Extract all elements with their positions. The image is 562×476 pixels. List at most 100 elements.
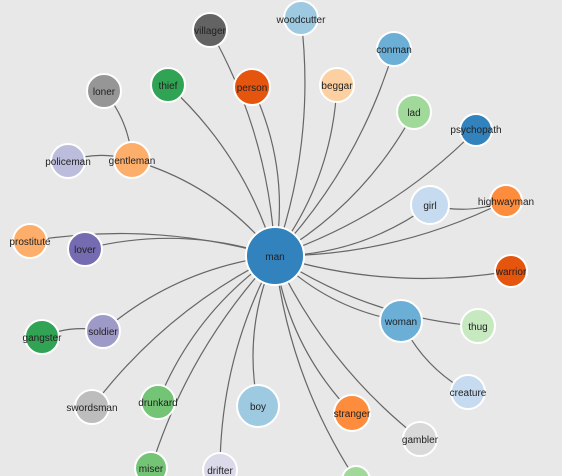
node-circle-gentleman[interactable] (113, 141, 151, 179)
node-label-swordsman: swordsman (66, 403, 117, 414)
node-label-person: person (237, 83, 268, 94)
node-swordsman[interactable]: swordsman (66, 389, 118, 425)
edge-man-woodcutter (274, 17, 306, 257)
node-woodcutter[interactable]: woodcutter (276, 0, 327, 36)
node-circle-prostitute[interactable] (12, 223, 48, 259)
node-label-girl: girl (423, 201, 436, 212)
node-label-highwayman: highwayman (478, 197, 534, 208)
node-thief[interactable]: thief (150, 67, 186, 103)
edge-man-swordsman (91, 255, 276, 408)
edge-man-psychopath (274, 129, 477, 257)
node-circle-policeman[interactable] (50, 143, 86, 179)
node-label-woodcutter: woodcutter (276, 15, 327, 26)
node-label-stranger: stranger (334, 409, 371, 420)
node-circle-thief[interactable] (150, 67, 186, 103)
node-label-drunkard: drunkard (138, 398, 177, 409)
node-circle-drunkard[interactable] (140, 384, 176, 420)
node-label-thug: thug (468, 322, 487, 333)
node-woman[interactable]: woman (379, 299, 423, 343)
edge-man-miser (150, 255, 276, 469)
node-label-warrior: warrior (495, 267, 527, 278)
node-circle-unlabeled-bottom-green[interactable] (341, 465, 371, 476)
node-conman[interactable]: conman (376, 31, 412, 67)
node-label-conman: conman (376, 45, 412, 56)
node-gentleman[interactable]: gentleman (109, 141, 156, 179)
edge-man-lad (274, 111, 415, 257)
node-thug[interactable]: thug (460, 308, 496, 344)
node-label-soldier: soldier (88, 327, 118, 338)
node-circle-woodcutter[interactable] (283, 0, 319, 36)
node-drifter[interactable]: drifter (202, 452, 238, 476)
node-circle-stranger[interactable] (333, 394, 371, 432)
node-circle-person[interactable] (233, 68, 271, 106)
node-label-thief: thief (159, 81, 178, 92)
node-miser[interactable]: miser (134, 451, 168, 476)
node-circle-gambler[interactable] (402, 421, 438, 457)
node-circle-creature[interactable] (450, 374, 486, 410)
node-policeman[interactable]: policeman (45, 143, 91, 179)
node-circle-beggar[interactable] (319, 67, 355, 103)
node-circle-woman[interactable] (379, 299, 423, 343)
edge-man-villager (209, 29, 276, 257)
node-person[interactable]: person (233, 68, 271, 106)
node-stranger[interactable]: stranger (333, 394, 371, 432)
node-label-lad: lad (407, 108, 420, 119)
edge-man-conman (274, 48, 395, 257)
node-label-beggar: beggar (321, 81, 353, 92)
node-boy[interactable]: boy (236, 384, 280, 428)
node-gangster[interactable]: gangster (23, 319, 63, 355)
node-soldier[interactable]: soldier (85, 313, 121, 349)
node-loner[interactable]: loner (86, 73, 122, 109)
node-circle-lad[interactable] (396, 94, 432, 130)
node-psychopath[interactable]: psychopath (450, 113, 502, 147)
node-circle-man[interactable] (245, 226, 305, 286)
node-label-psychopath: psychopath (450, 125, 501, 136)
node-circle-miser[interactable] (134, 451, 168, 476)
node-creature[interactable]: creature (450, 374, 487, 410)
node-label-drifter: drifter (207, 466, 233, 476)
node-circle-girl[interactable] (410, 185, 450, 225)
node-circle-boy[interactable] (236, 384, 280, 428)
node-label-villager: villager (194, 26, 226, 37)
node-label-gentleman: gentleman (109, 156, 156, 167)
node-label-loner: loner (93, 87, 116, 98)
node-label-gambler: gambler (402, 435, 439, 446)
node-drunkard[interactable]: drunkard (138, 384, 178, 420)
node-label-miser: miser (139, 464, 164, 475)
node-label-boy: boy (250, 402, 266, 413)
node-circle-highwayman[interactable] (489, 184, 523, 218)
node-circle-drifter[interactable] (202, 452, 238, 476)
node-unlabeled-bottom-green[interactable] (341, 465, 371, 476)
nodes-layer: villager woodcutter conman loner thief person… (9, 0, 534, 476)
edge-man-warrior (274, 255, 512, 280)
node-label-policeman: policeman (45, 157, 91, 168)
center-node-man[interactable]: man (245, 226, 305, 286)
node-label-prostitute: prostitute (9, 237, 51, 248)
node-circle-conman[interactable] (376, 31, 412, 67)
node-prostitute[interactable]: prostitute (9, 223, 51, 259)
node-highwayman[interactable]: highwayman (478, 184, 534, 218)
node-circle-soldier[interactable] (85, 313, 121, 349)
node-label-creature: creature (450, 388, 487, 399)
node-gambler[interactable]: gambler (402, 421, 439, 457)
node-label-lover: lover (74, 245, 96, 256)
node-circle-psychopath[interactable] (459, 113, 493, 147)
node-beggar[interactable]: beggar (319, 67, 355, 103)
node-circle-villager[interactable] (192, 12, 228, 48)
node-warrior[interactable]: warrior (494, 254, 528, 288)
node-circle-gangster[interactable] (24, 319, 60, 355)
node-circle-swordsman[interactable] (74, 389, 110, 425)
node-villager[interactable]: villager (192, 12, 228, 48)
node-lad[interactable]: lad (396, 94, 432, 130)
node-girl[interactable]: girl (410, 185, 450, 225)
node-circle-lover[interactable] (67, 231, 103, 267)
edge-man-unlabeled-bottom-green (274, 255, 355, 476)
node-circle-loner[interactable] (86, 73, 122, 109)
node-circle-warrior[interactable] (494, 254, 528, 288)
node-lover[interactable]: lover (67, 231, 103, 267)
node-label-woman: woman (384, 317, 417, 328)
node-label-man: man (265, 252, 284, 263)
node-circle-thug[interactable] (460, 308, 496, 344)
node-label-gangster: gangster (23, 333, 63, 344)
